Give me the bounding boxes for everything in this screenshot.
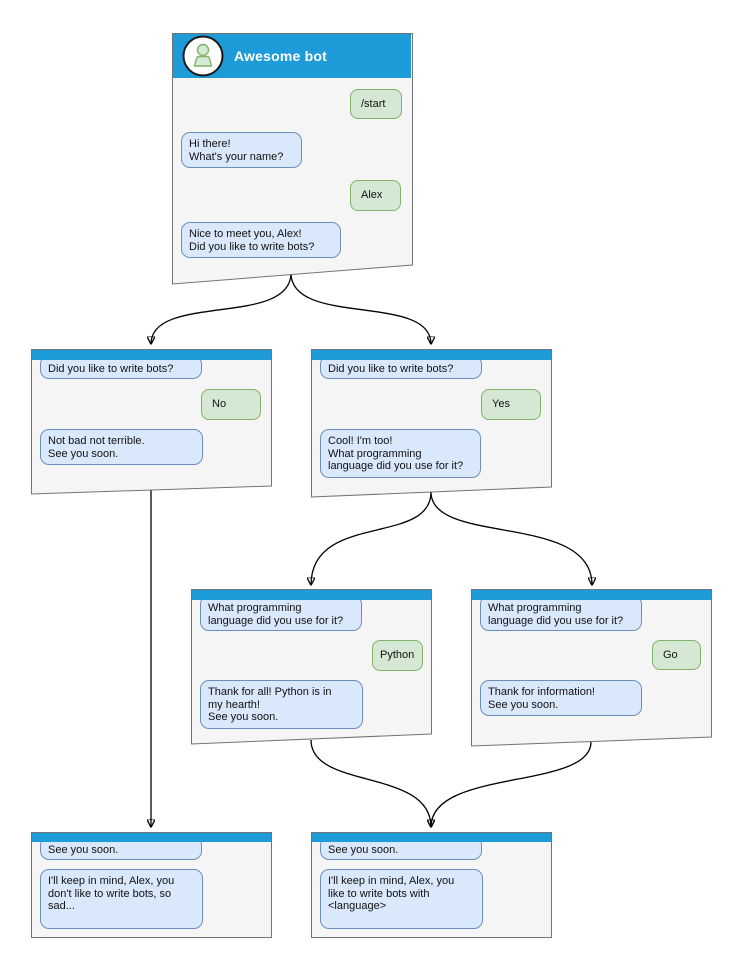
chat-window-yes-branch: Did you like to write bots? Yes Cool! I'…: [311, 349, 552, 498]
bot-person-icon: [182, 35, 224, 77]
chat-window-end-no: See you soon. I'll keep in mind, Alex, y…: [31, 832, 272, 938]
chat-window-python-branch: What programming language did you use fo…: [191, 589, 432, 745]
bot-message-bubble: Thank for information! See you soon.: [480, 680, 642, 716]
bot-message-bubble: Cool! I'm too! What programming language…: [320, 429, 481, 478]
connector-yes-to-python: [311, 491, 432, 585]
bot-message-bubble: Thank for all! Python is in my hearth! S…: [200, 680, 363, 729]
chat-header: [32, 833, 271, 842]
connector-go-to-end: [431, 741, 592, 827]
user-message-bubble: Go: [652, 640, 701, 670]
user-message-bubble: No: [201, 389, 261, 420]
chat-header: [32, 350, 271, 360]
chat-header: Awesome bot: [173, 34, 411, 78]
chat-header: [312, 833, 551, 842]
bot-message-bubble: What programming language did you use fo…: [200, 595, 362, 631]
connector-root-to-yes: [290, 272, 431, 344]
bot-title: Awesome bot: [234, 48, 327, 64]
chat-header: [312, 350, 551, 360]
bot-message-bubble: I'll keep in mind, Alex, you like to wri…: [320, 869, 483, 929]
bot-message-bubble: Not bad not terrible. See you soon.: [40, 429, 203, 465]
connector-yes-to-go: [430, 491, 592, 585]
bot-message-bubble: Nice to meet you, Alex! Did you like to …: [181, 222, 341, 258]
bot-message-bubble: What programming language did you use fo…: [480, 595, 642, 631]
connector-python-to-end: [310, 739, 431, 827]
user-message-bubble: Python: [372, 640, 423, 671]
user-message-bubble: /start: [350, 89, 402, 119]
user-message-bubble: Alex: [350, 180, 401, 211]
user-message-bubble: Yes: [481, 389, 541, 420]
bot-message-bubble: Hi there! What's your name?: [181, 132, 302, 168]
chat-header: [472, 590, 711, 600]
connector-root-to-no: [151, 272, 292, 344]
chat-window-end-yes: See you soon. I'll keep in mind, Alex, y…: [311, 832, 552, 938]
chat-window-no-branch: Did you like to write bots? No Not bad n…: [31, 349, 272, 495]
chat-header: [192, 590, 431, 600]
bot-message-bubble: I'll keep in mind, Alex, you don't like …: [40, 869, 203, 929]
chat-window-go-branch: What programming language did you use fo…: [471, 589, 712, 747]
chat-window-root: Awesome bot /start Hi there! What's your…: [172, 33, 413, 285]
